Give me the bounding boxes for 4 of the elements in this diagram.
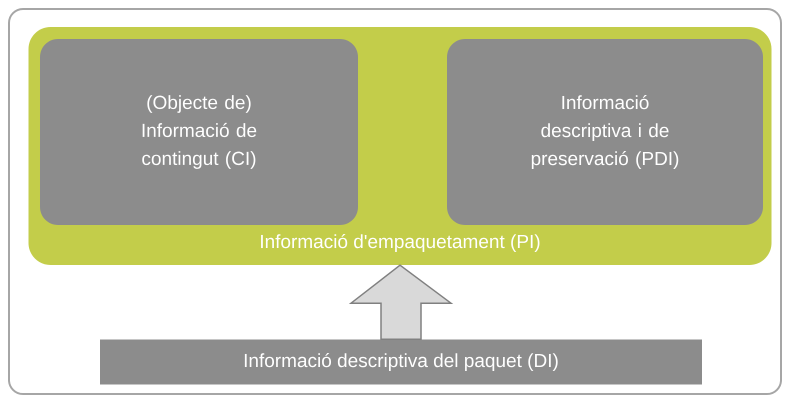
block-arrow bbox=[348, 264, 454, 340]
content-box: Informació descriptiva i de preservació (PDI) bbox=[447, 39, 763, 225]
description-bar: Informació descriptiva del paquet (DI) bbox=[100, 340, 702, 384]
content-box: (Objecte de) Informació de contingut (CI) bbox=[40, 39, 358, 225]
